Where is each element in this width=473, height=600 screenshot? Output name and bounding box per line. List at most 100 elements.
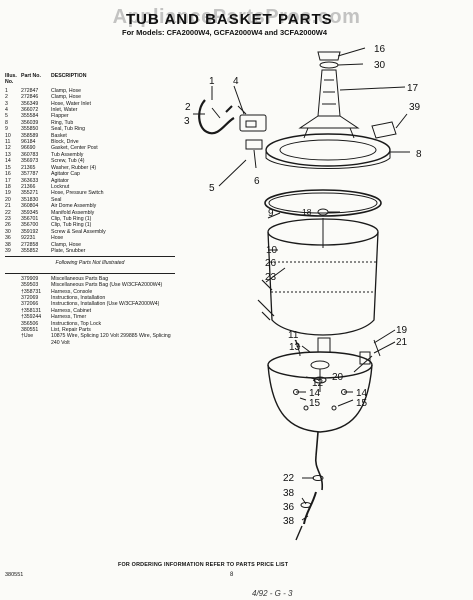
callout-36: 36 bbox=[283, 502, 295, 513]
parts-table-header: Illus. No. Part No. DESCRIPTION bbox=[5, 73, 175, 86]
part-number: 357787 bbox=[21, 171, 39, 178]
callout-10: 10 bbox=[266, 245, 278, 256]
callout-19: 19 bbox=[396, 325, 408, 336]
callout-14b: 14 bbox=[356, 388, 368, 399]
part-number: 355850 bbox=[21, 126, 39, 133]
part-number: 380551 bbox=[21, 327, 39, 334]
hose bbox=[303, 491, 317, 525]
page-title: TUB AND BASKET PARTS bbox=[126, 11, 333, 28]
screw-seal bbox=[319, 61, 339, 69]
illus-number: 11 bbox=[5, 139, 11, 146]
illus-number: 17 bbox=[5, 177, 11, 184]
illus-number: 10 bbox=[5, 132, 11, 139]
part-description: Clamp, Hose bbox=[51, 241, 81, 248]
part-description: Screw, Tub (4) bbox=[51, 158, 85, 165]
col-desc-header: DESCRIPTION bbox=[51, 73, 87, 79]
part-number: 21365 bbox=[21, 164, 36, 171]
tub-ring bbox=[265, 133, 391, 167]
part-description: Hose bbox=[51, 235, 64, 242]
callout-30: 30 bbox=[374, 60, 386, 71]
water-inlet-hose bbox=[198, 99, 235, 135]
callout-14a: 14 bbox=[309, 388, 321, 399]
callout-38b: 38 bbox=[283, 516, 295, 527]
part-number: 96690 bbox=[21, 145, 36, 152]
callout-5: 5 bbox=[209, 183, 215, 194]
ordering-footer: FOR ORDERING INFORMATION REFER TO PARTS … bbox=[118, 562, 289, 568]
callout-23: 23 bbox=[265, 272, 277, 283]
part-description: Seal bbox=[51, 196, 62, 203]
illus-number: 36 bbox=[5, 235, 11, 242]
part-number: 355584 bbox=[21, 113, 39, 120]
col-illus-header: Illus. No. bbox=[5, 73, 17, 86]
part-description: Harness, Cabinet bbox=[51, 307, 92, 314]
callout-12: 12 bbox=[312, 378, 324, 389]
part-number: 272847 bbox=[21, 87, 39, 94]
callout-8: 8 bbox=[416, 149, 422, 160]
illus-number: 9 bbox=[5, 126, 8, 133]
part-number: 356349 bbox=[21, 100, 39, 107]
part-description: Screw & Seal Assembly bbox=[51, 228, 106, 235]
illus-number: 14 bbox=[5, 158, 11, 165]
illus-number: 20 bbox=[5, 196, 11, 203]
drive-block bbox=[317, 337, 331, 353]
illus-number bbox=[5, 333, 21, 346]
exploded-diagram: 1 2 3 4 5 6 16 30 17 39 8 9 18 10 26 23 … bbox=[184, 44, 422, 541]
tub-ring-seal bbox=[264, 189, 382, 217]
callout-17: 17 bbox=[407, 83, 419, 94]
illus-number: 12 bbox=[5, 145, 11, 152]
basket bbox=[267, 231, 379, 336]
agitator-cap bbox=[317, 51, 341, 61]
center-post-gasket bbox=[313, 376, 327, 384]
part-description: Clamp, Hose bbox=[51, 87, 81, 94]
part-number: 351830 bbox=[21, 196, 39, 203]
not-illustrated-note: Following Parts Not Illustrated bbox=[55, 260, 125, 267]
part-description: Clip, Tub Ring (1) bbox=[51, 215, 92, 222]
part-description: 10875 Wire, Splicing 120 Volt 299885 Wir… bbox=[51, 333, 171, 346]
part-description: Instructions, Installation bbox=[51, 295, 106, 301]
part-description: Agitator Cap bbox=[51, 171, 80, 178]
part-description: Instructions, Top Lock bbox=[51, 320, 102, 327]
part-description: Hose, Water Inlet bbox=[51, 100, 91, 107]
callout-38a: 38 bbox=[283, 488, 295, 499]
manifold bbox=[314, 431, 324, 491]
part-number: 358589 bbox=[21, 132, 39, 139]
callout-9: 9 bbox=[268, 208, 274, 219]
part-number: 360783 bbox=[21, 151, 39, 158]
illus-number: 26 bbox=[5, 222, 11, 229]
part-number: 355852 bbox=[21, 247, 39, 254]
part-description: Washer, Rubber (4) bbox=[51, 164, 97, 171]
handwritten-note: 4/92 - G - 3 bbox=[252, 589, 293, 598]
part-description: Air Dome Assembly bbox=[51, 203, 97, 210]
part-description: Locknut bbox=[51, 183, 70, 190]
part-number: 363633 bbox=[21, 177, 39, 184]
tub-ring-clips bbox=[257, 279, 275, 321]
callout-22: 22 bbox=[283, 473, 295, 484]
part-description: Hose, Pressure Switch bbox=[51, 190, 104, 197]
part-number: 372066 bbox=[21, 301, 39, 308]
part-description: Miscellaneous Parts Bag (Use W/3CFA2000W… bbox=[51, 282, 163, 289]
illus-number: 4 bbox=[5, 107, 8, 114]
part-number: 372069 bbox=[21, 295, 39, 301]
air-dome bbox=[359, 351, 371, 365]
illus-number: 15 bbox=[5, 164, 11, 171]
part-number: 360804 bbox=[21, 203, 39, 210]
parts-row: 15 21365 Washer, Rubber (4) bbox=[5, 165, 175, 171]
part-number: 366072 bbox=[21, 107, 39, 114]
illus-number: 30 bbox=[5, 228, 11, 235]
